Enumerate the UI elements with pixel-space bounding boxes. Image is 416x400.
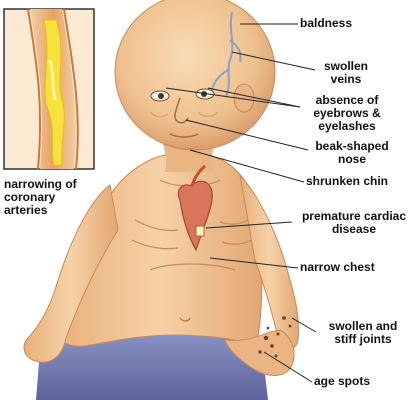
label-swollen-veins: swollen veins (318, 60, 374, 86)
label-absence-eyebrows: absence of eyebrows & eyelashes (304, 94, 390, 133)
artery-inset (4, 9, 94, 169)
label-beak-nose: beak-shaped nose (310, 140, 394, 166)
label-narrow-chest: narrow chest (300, 261, 400, 274)
label-swollen-joints: swollen and stiff joints (318, 320, 408, 346)
label-shrunken-chin: shrunken chin (306, 175, 410, 188)
label-baldness: baldness (300, 17, 380, 30)
label-age-spots: age spots (314, 375, 394, 388)
inset-caption: narrowing of coronary arteries (4, 178, 116, 217)
head (115, 0, 275, 150)
label-cardiac-disease: premature cardiac disease (294, 210, 414, 236)
